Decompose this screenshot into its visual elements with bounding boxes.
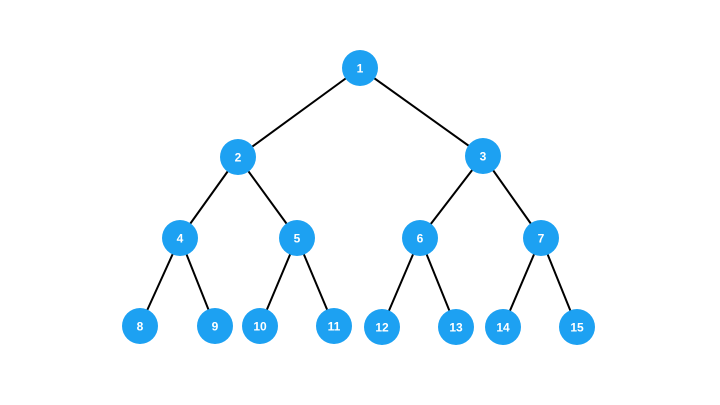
tree-edges — [139, 67, 578, 328]
tree-node: 4 — [162, 220, 198, 256]
tree-node: 10 — [242, 308, 278, 344]
node-circle — [364, 309, 400, 345]
tree-node: 8 — [122, 308, 158, 344]
tree-node: 7 — [523, 220, 559, 256]
node-circle — [220, 139, 256, 175]
node-circle — [485, 309, 521, 345]
node-circle — [197, 308, 233, 344]
node-label: 9 — [212, 320, 219, 334]
tree-node: 11 — [316, 308, 352, 344]
node-circle — [402, 220, 438, 256]
node-label: 6 — [417, 232, 424, 246]
node-label: 5 — [294, 232, 301, 246]
tree-node: 14 — [485, 309, 521, 345]
node-label: 3 — [480, 150, 487, 164]
node-label: 12 — [375, 321, 389, 335]
tree-node: 3 — [465, 138, 501, 174]
node-label: 15 — [570, 321, 584, 335]
tree-edge — [359, 67, 484, 157]
node-circle — [438, 309, 474, 345]
tree-edge — [237, 67, 361, 158]
node-circle — [242, 308, 278, 344]
node-label: 11 — [328, 320, 341, 334]
tree-node: 9 — [197, 308, 233, 344]
node-label: 7 — [538, 232, 545, 246]
tree-node: 13 — [438, 309, 474, 345]
node-label: 4 — [177, 232, 184, 246]
node-label: 14 — [496, 321, 510, 335]
node-circle — [523, 220, 559, 256]
tree-node: 2 — [220, 139, 256, 175]
tree-node: 15 — [559, 309, 595, 345]
node-label: 8 — [137, 320, 144, 334]
node-circle — [465, 138, 501, 174]
node-circle — [279, 220, 315, 256]
node-circle — [342, 50, 378, 86]
node-label: 10 — [253, 320, 267, 334]
tree-node: 12 — [364, 309, 400, 345]
tree-node: 6 — [402, 220, 438, 256]
node-label: 2 — [235, 151, 242, 165]
node-label: 1 — [357, 62, 364, 76]
node-circle — [162, 220, 198, 256]
node-circle — [122, 308, 158, 344]
node-label: 13 — [449, 321, 463, 335]
node-circle — [316, 308, 352, 344]
tree-node: 1 — [342, 50, 378, 86]
tree-node: 5 — [279, 220, 315, 256]
node-circle — [559, 309, 595, 345]
